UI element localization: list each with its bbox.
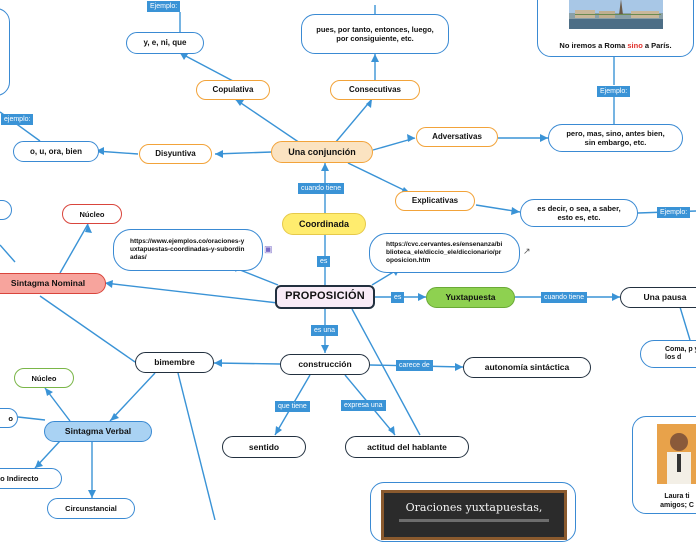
label-expresa-una: expresa una xyxy=(341,400,386,411)
explicativas-example[interactable]: es decir, o sea, a saber, esto es, etc. xyxy=(520,199,638,227)
roma-example-text: No iremos a Roma sino a París. xyxy=(538,41,693,50)
proposicion-node[interactable]: PROPOSICIÓN xyxy=(275,285,375,309)
coordinada-node[interactable]: Coordinada xyxy=(282,213,366,235)
label-cuando-tiene-coordinada: cuando tiene xyxy=(298,183,345,194)
yuxtapuesta-node[interactable]: Yuxtapuesta xyxy=(426,287,515,308)
label-ejemplo-disyuntiva: ejemplo: xyxy=(1,114,34,125)
sintagma-nominal-node[interactable]: Sintagma Nominal xyxy=(0,273,106,294)
label-es-coordinada: es xyxy=(317,256,331,267)
laura-example-card[interactable]: Laura ti amigos; C xyxy=(632,416,696,514)
coma-example-partial[interactable]: Coma, p y los d xyxy=(640,340,696,368)
copulativa-example[interactable]: y, e, ni, que xyxy=(126,32,204,54)
una-pausa-node[interactable]: Una pausa xyxy=(620,287,696,308)
label-carece-de: carece de xyxy=(396,360,433,371)
disyuntiva-example[interactable]: o, u, ora, bien xyxy=(13,141,99,162)
nucleo-verbal-node[interactable]: Núcleo xyxy=(14,368,74,388)
label-es-una: es una xyxy=(311,325,339,336)
construccion-node[interactable]: construcción xyxy=(280,354,370,375)
person-photo xyxy=(657,424,696,484)
label-que-tiene: que tiene xyxy=(275,401,310,412)
label-ejemplo-explicativas: Ejemplo: xyxy=(657,207,691,218)
bimembre-node[interactable]: bimembre xyxy=(135,352,214,373)
autonomia-sintactica-node[interactable]: autonomía sintáctica xyxy=(463,357,591,378)
paris-photo xyxy=(569,0,663,29)
cube-icon: ▣ xyxy=(264,244,273,254)
partial-left-node[interactable]: o xyxy=(0,408,18,428)
chalkboard-text-line2 xyxy=(399,519,549,522)
roma-text-sino: sino xyxy=(627,41,643,50)
label-es-yuxtapuesta: es xyxy=(391,292,405,303)
disyuntiva-node[interactable]: Disyuntiva xyxy=(139,144,212,164)
roma-example-card[interactable]: No iremos a Roma sino a París. xyxy=(537,0,694,57)
external-link-icon[interactable]: ↗ xyxy=(523,246,531,256)
copulativa-node[interactable]: Copulativa xyxy=(196,80,270,100)
complemento-indirecto-node[interactable]: to Indirecto xyxy=(0,468,62,489)
consecutivas-example[interactable]: pues, por tanto, entonces, luego, por co… xyxy=(301,14,449,54)
partial-card-top-left xyxy=(0,8,10,96)
roma-text-pre: No iremos a Roma xyxy=(559,41,628,50)
chalkboard-text: Oraciones yuxtapuestas, xyxy=(405,501,543,514)
roma-text-post: a París. xyxy=(642,41,672,50)
actitud-hablante-node[interactable]: actitud del hablante xyxy=(345,436,469,458)
laura-example-text: Laura ti amigos; C xyxy=(660,493,694,510)
chalkboard-image: Oraciones yuxtapuestas, xyxy=(381,490,567,540)
sentido-node[interactable]: sentido xyxy=(222,436,306,458)
link-ejemplos[interactable]: https://www.ejemplos.co/oraciones-yuxtap… xyxy=(113,229,263,271)
adversativas-node[interactable]: Adversativas xyxy=(416,127,498,147)
coma-example-text: Coma, p y los d xyxy=(665,345,696,361)
label-ejemplo-adversativas: Ejemplo: xyxy=(597,86,631,97)
chalkboard-card[interactable]: Oraciones yuxtapuestas, xyxy=(370,482,576,542)
nucleo-nominal-node[interactable]: Núcleo xyxy=(62,204,122,224)
circunstancial-node[interactable]: Circunstancial xyxy=(47,498,135,519)
adversativas-example[interactable]: pero, mas, sino, antes bien, sin embargo… xyxy=(548,124,683,152)
sintagma-verbal-node[interactable]: Sintagma Verbal xyxy=(44,421,152,442)
label-ejemplo-copulativa: Ejemplo: xyxy=(147,1,181,12)
una-conjuncion-node[interactable]: Una conjunción xyxy=(271,141,373,163)
consecutivas-node[interactable]: Consecutivas xyxy=(330,80,420,100)
label-cuando-tiene-yuxtapuesta: cuando tiene xyxy=(541,292,588,303)
explicativas-node[interactable]: Explicativas xyxy=(395,191,475,211)
link-cervantes[interactable]: https://cvc.cervantes.es/ensenanza/bibli… xyxy=(369,233,520,273)
